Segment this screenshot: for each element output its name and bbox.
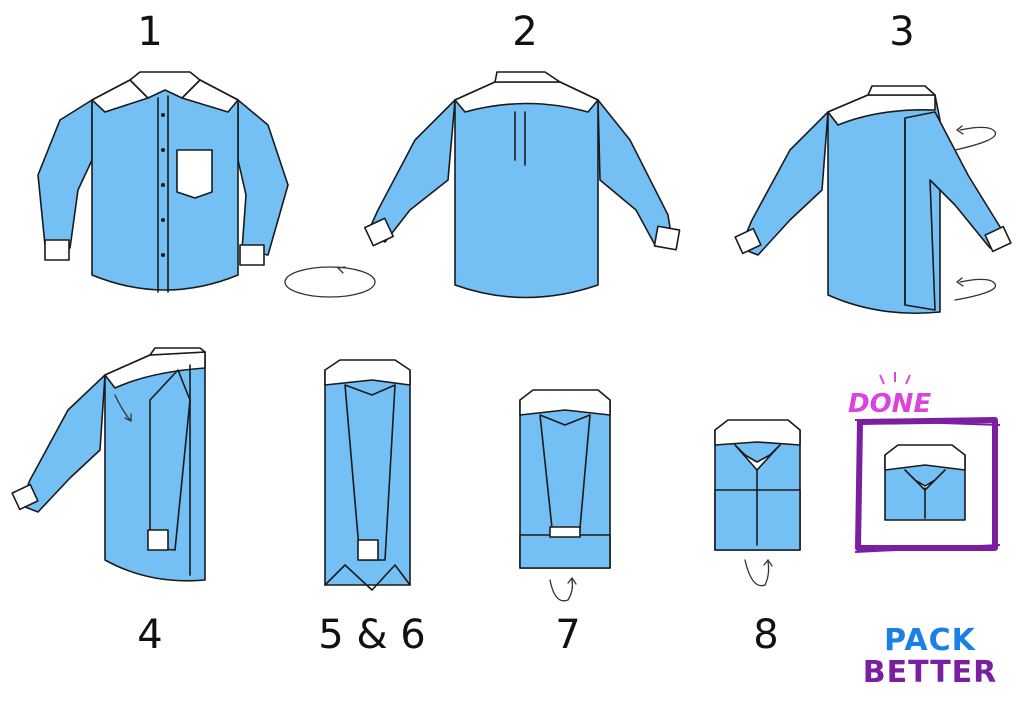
done-panel: DONE [848, 372, 1001, 553]
brand-line-1: PACK [884, 623, 976, 658]
step-8-folded-again [714, 419, 801, 587]
brand-line-2: BETTER [863, 655, 998, 690]
done-shirt [884, 444, 966, 521]
pack-better-logo: PACK BETTER [863, 623, 998, 690]
step-label-4: 4 [137, 612, 162, 658]
step-5-6-both-sides-folded [324, 359, 411, 591]
fold-arrows-step-3 [954, 125, 997, 301]
step-label-3: 3 [889, 9, 914, 55]
button-dots [161, 113, 165, 257]
step-1-shirt-front [37, 71, 289, 293]
step-2-shirt-back [364, 71, 681, 299]
step-label-7: 7 [555, 612, 580, 658]
step-label-8: 8 [753, 612, 778, 658]
step-4-sleeve-folded [11, 347, 206, 582]
done-label: DONE [848, 389, 931, 419]
step-label-2: 2 [512, 9, 537, 55]
step-label-5-6: 5 & 6 [318, 612, 426, 658]
step-label-1: 1 [137, 9, 162, 55]
done-frame [855, 417, 998, 551]
sparkle-marks [879, 372, 911, 385]
step-3-side-folded [734, 85, 1012, 315]
step-7-bottom-folded [519, 389, 611, 602]
rotate-arrow [284, 266, 376, 298]
